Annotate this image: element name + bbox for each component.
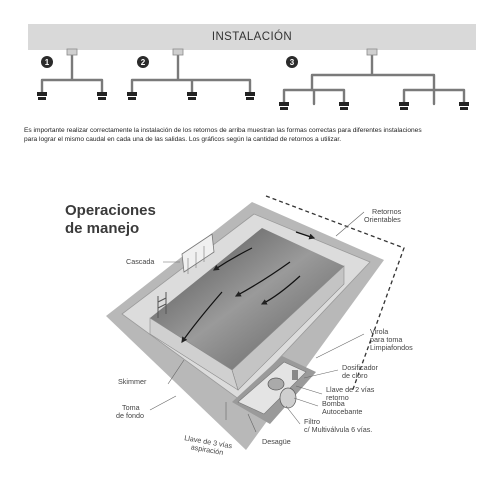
pool-basin — [150, 228, 344, 370]
return-fitting — [339, 102, 349, 110]
label-skimmer: Skimmer — [118, 377, 147, 386]
return-fitting — [459, 102, 469, 110]
step-badge-2: 2 — [137, 56, 149, 68]
label-llave-2-vias: Llave de 2 vías retorno — [326, 385, 376, 402]
callout-lines — [149, 211, 365, 433]
section-title-line-2: de manejo — [65, 220, 140, 237]
pump — [267, 377, 285, 391]
return-fitting — [245, 92, 255, 100]
label-virola: Virola para toma Limpiafondos — [370, 327, 413, 352]
section-title-line-1: Operaciones — [65, 202, 156, 219]
return-fitting — [127, 92, 137, 100]
piping-diagram-2 — [130, 52, 252, 96]
flow-arrows — [181, 231, 316, 343]
pool-wall — [149, 317, 239, 391]
return-fitting — [97, 92, 107, 100]
step-badge-3: 3 — [286, 56, 298, 68]
pool-operations-diagram: Cascada Retornos Orientables Virola para… — [106, 195, 413, 458]
chlorinator — [292, 370, 298, 380]
pool-ladder — [157, 292, 167, 318]
label-desague: Desagüe — [262, 437, 291, 446]
filter — [279, 387, 297, 409]
section-title: Operaciones de manejo — [65, 202, 156, 238]
installation-note: Es importante realizar correctamente la … — [24, 126, 480, 144]
label-cascada: Cascada — [126, 257, 154, 266]
pipe-inlet — [172, 48, 184, 56]
svg-text:2: 2 — [141, 58, 146, 67]
note-line-1: Es importante realizar correctamente la … — [24, 127, 422, 134]
pipe-inlet — [366, 48, 378, 56]
equipment-room — [232, 356, 316, 424]
piping-diagram-1 — [40, 52, 104, 96]
svg-text:3: 3 — [290, 58, 295, 67]
svg-text:1: 1 — [45, 58, 50, 67]
label-llave-3-vias: Llave de 3 vías aspiración — [182, 433, 235, 458]
pipe-inlet — [66, 48, 78, 56]
piping-diagrams: 1 2 3 — [37, 48, 469, 110]
return-fitting — [187, 92, 197, 100]
label-filtro: Filtro c/ Multiválvula 6 vías. — [304, 417, 372, 434]
note-line-2: para lograr el mismo caudal en cada una … — [24, 136, 342, 143]
label-retornos: Retornos Orientables — [364, 207, 403, 224]
cascade-feature — [181, 233, 215, 274]
piping-diagram-3 — [282, 52, 466, 106]
return-fitting — [399, 102, 409, 110]
installation-banner: INSTALACIÓN — [28, 24, 476, 50]
step-badge-1: 1 — [41, 56, 53, 68]
return-line — [265, 195, 405, 393]
label-bomba: Bomba Autocebante — [322, 399, 362, 416]
label-toma-de-fondo: Toma de fondo — [116, 403, 144, 420]
installation-title: INSTALACIÓN — [211, 31, 293, 43]
label-dosificador: Dosificador de cloro — [342, 363, 380, 380]
return-fitting — [279, 102, 289, 110]
return-fitting — [37, 92, 47, 100]
